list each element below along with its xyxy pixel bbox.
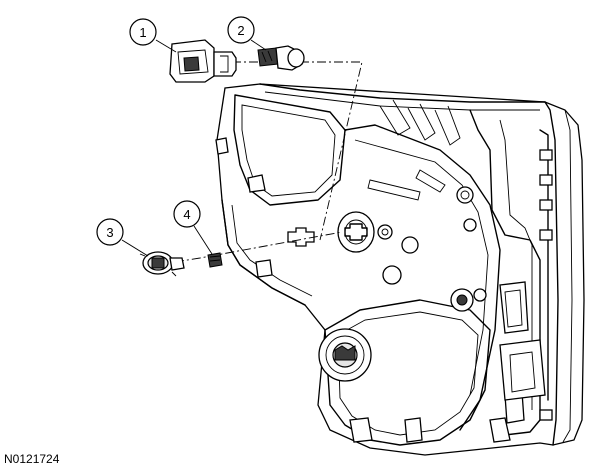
headlamp-housing [215,83,585,456]
callout-3: 3 [96,218,149,257]
side-marker-bulb-part [207,252,223,268]
callout-number: 2 [237,23,244,38]
figure-id: N0121724 [4,452,60,466]
callout-number: 3 [106,225,113,240]
side-marker-socket-part [139,251,185,277]
bulb-socket-opening [337,211,375,253]
bulb-socket-part [169,39,237,83]
callout-number: 4 [183,207,190,222]
alignment-lines [174,61,363,263]
callout-number: 1 [139,25,146,40]
lower-bulb-socket [318,328,372,382]
callout-2: 2 [227,16,267,51]
callout-4: 4 [173,200,213,255]
bulb-part [257,45,305,71]
callout-1: 1 [129,18,177,53]
